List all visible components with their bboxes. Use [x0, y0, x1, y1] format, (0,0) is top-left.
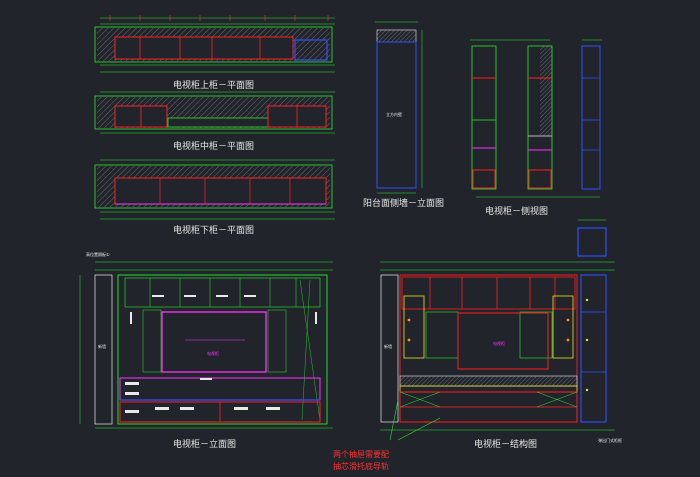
structure-left-column-label: 新墙 — [384, 343, 392, 349]
front-elevation: 高位置隔板① 新墙 电视柜 — [79, 251, 333, 450]
upper-plan-caption: 电视柜上柜－平面图 — [173, 79, 254, 91]
structure-view: 新墙 电视柜 — [380, 219, 622, 450]
balcony-wall-caption: 阳台面侧墙－立面图 — [363, 197, 444, 209]
upper-plan-top-dim-ticks — [109, 15, 329, 21]
side-view-caption: 电视柜－侧视图 — [485, 205, 548, 217]
balcony-wall-elevation: 立方内壁 阳台面侧墙－立面图 — [363, 21, 444, 209]
elevation-tag: 高位置隔板① — [86, 251, 110, 257]
elevation-tv-label: 电视柜 — [207, 350, 219, 356]
middle-cabinet-plan: 电视柜中柜－平面图 — [94, 91, 335, 152]
drawer-note-line1: 两个抽屉需要配 — [333, 449, 389, 459]
lower-cabinet-plan: 电视柜下柜－平面图 — [94, 159, 335, 236]
structure-tv-label: 电视柜 — [493, 340, 505, 346]
balcony-inner-label: 立方内壁 — [386, 111, 402, 117]
lower-plan-caption: 电视柜下柜－平面图 — [173, 224, 254, 236]
structure-bottom-right-label: 弹出门式柜框 — [598, 437, 622, 443]
side-view: 电视柜－侧视图 — [470, 39, 602, 217]
elevation-left-column-label: 新墙 — [98, 343, 106, 349]
upper-cabinet-plan: 电视柜上柜－平面图 — [94, 15, 335, 91]
middle-plan-caption: 电视柜中柜－平面图 — [173, 140, 254, 152]
structure-caption: 电视柜－结构图 — [474, 438, 537, 450]
front-elevation-caption: 电视柜－立面图 — [173, 438, 236, 450]
drawer-note-line2: 抽芯滑托底导轨 — [333, 461, 389, 471]
